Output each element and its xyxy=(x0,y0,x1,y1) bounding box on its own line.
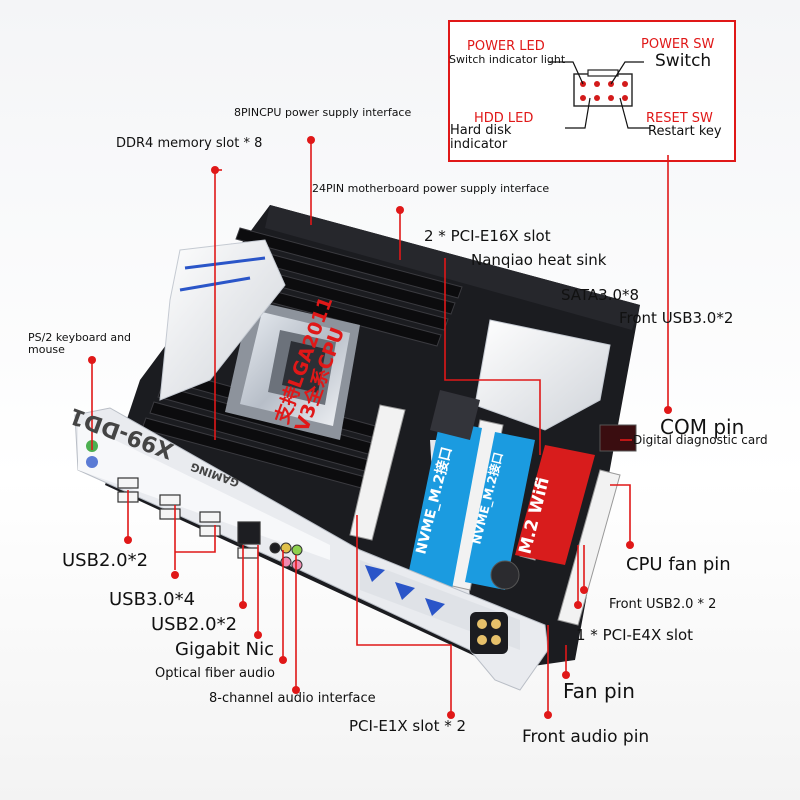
power-sw-label: POWER SW xyxy=(641,37,715,52)
com-pin-label: COM pin xyxy=(660,415,745,439)
gigabit-nic-label: Gigabit Nic xyxy=(175,639,274,660)
pcie16-slots-label: 2 * PCI-E16X slot xyxy=(424,227,551,245)
motherboard-pcb xyxy=(105,205,640,670)
atx-24pin-label: 24PIN motherboard power supply interface xyxy=(312,182,550,195)
restart-key-label: Restart key xyxy=(648,124,722,139)
front-audio-label: Front audio pin xyxy=(522,727,650,747)
ps2-label: PS/2 keyboard and mouse xyxy=(28,331,132,357)
pcie1-slots-label: PCI-E1X slot * 2 xyxy=(349,717,467,735)
front-panel-header-box xyxy=(448,20,736,162)
ddr4-slots-label: DDR4 memory slot * 8 xyxy=(116,136,263,151)
callout-lines xyxy=(91,140,669,715)
debug-card-label: Digital diagnostic card xyxy=(633,433,768,447)
callout-dots xyxy=(88,136,672,719)
switch-indicator-light-label: Switch indicator light xyxy=(449,53,566,66)
front-usb3-label: Front USB3.0*2 xyxy=(619,309,734,327)
rear-io-shield xyxy=(74,407,549,691)
optical-audio-label: Optical fiber audio xyxy=(155,666,275,681)
fan-pin-label: Fan pin xyxy=(563,679,635,703)
usb2-rear-a-label: USB2.0*2 xyxy=(151,614,238,635)
pcie4-slot-label: 1 * PCI-E4X slot xyxy=(576,626,694,644)
cpu-fan-label: CPU fan pin xyxy=(626,554,731,575)
front-usb2-label: Front USB2.0 * 2 xyxy=(609,597,717,612)
usb3-rear-label: USB3.0*4 xyxy=(109,589,196,610)
power-led-label: POWER LED xyxy=(467,39,545,54)
wifi-module xyxy=(515,445,595,565)
switch-label: Switch xyxy=(655,51,712,71)
nvme-heatsink-b xyxy=(465,432,535,590)
usb2-rear-b-label: USB2.0*2 xyxy=(62,550,149,571)
nvme-heatsink-a xyxy=(405,420,482,600)
hdd-led-label: HDD LED xyxy=(474,111,534,126)
reset-sw-label: RESET SW xyxy=(646,111,713,126)
cpu-power-8pin-label: 8PINCPU power supply interface xyxy=(234,106,412,119)
audio-8ch-label: 8-channel audio interface xyxy=(209,691,376,706)
sata-label: SATA3.0*8 xyxy=(561,286,640,304)
cpu-socket xyxy=(225,300,360,440)
southbridge-heatsink-label: Nanqiao heat sink xyxy=(471,251,607,269)
hard-disk-indicator-label: Hard disk indicator xyxy=(450,123,512,153)
